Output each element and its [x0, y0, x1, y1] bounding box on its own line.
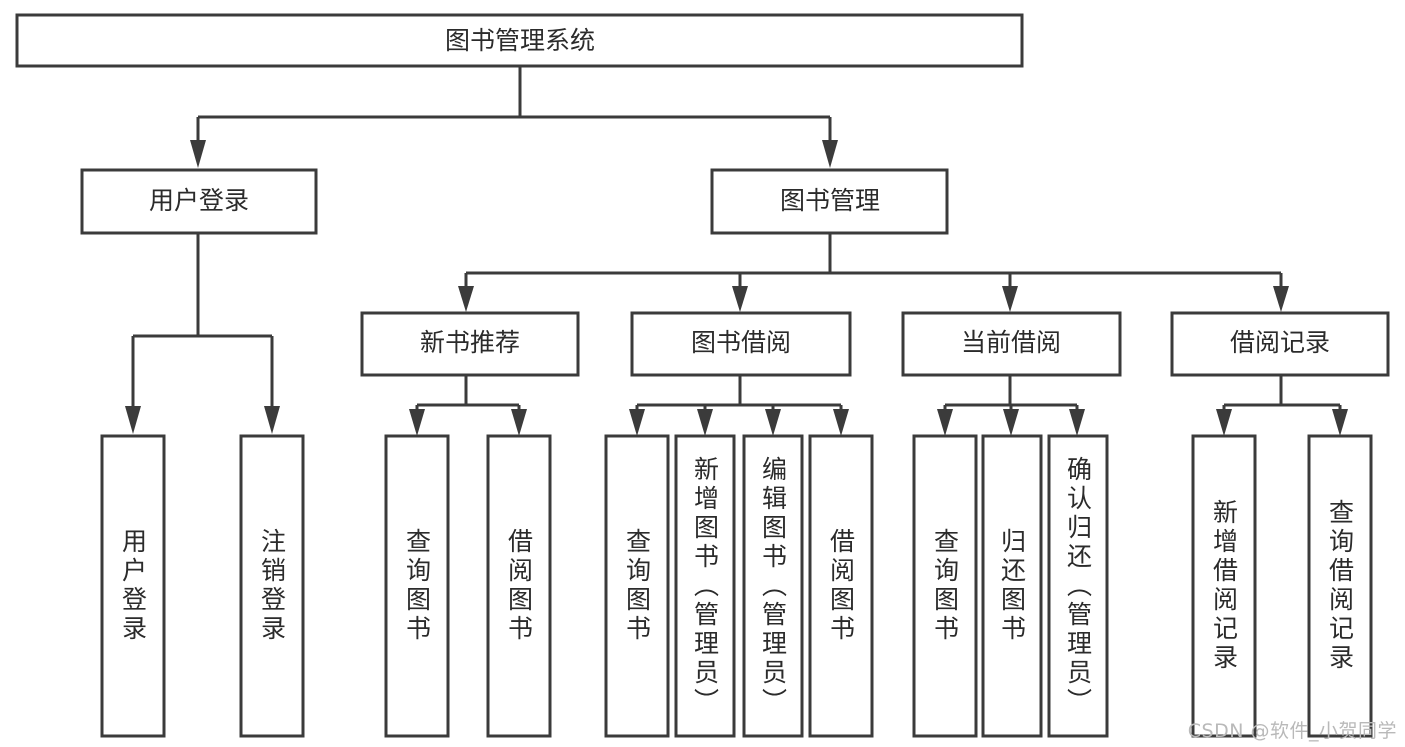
- arrow-bm-c3: [1002, 286, 1018, 312]
- connector-layer: [125, 66, 1348, 436]
- leaf-return-book[interactable]: 归还图书: [981, 434, 1043, 738]
- arrow-current-c1: [937, 409, 953, 436]
- leaf-query-book-1-label: 查询图书: [402, 528, 432, 644]
- node-current-borrow-box[interactable]: [901, 311, 1122, 377]
- leaf-add-record[interactable]: 新增借阅记录: [1191, 434, 1257, 738]
- node-borrow-record-box[interactable]: [1170, 311, 1390, 377]
- node-borrow-record-label: 借阅记录: [1230, 328, 1330, 357]
- node-book-management-label: 图书管理: [780, 186, 880, 215]
- leaf-confirm-return-box[interactable]: [1047, 434, 1109, 738]
- arrow-bm-c2: [732, 286, 748, 312]
- leaf-query-book-1[interactable]: 查询图书: [384, 434, 450, 738]
- leaf-return-book-box[interactable]: [981, 434, 1043, 738]
- arrow-record-c1: [1216, 409, 1232, 436]
- node-user-login-box[interactable]: [80, 168, 318, 235]
- leaf-borrow-book-1-box[interactable]: [486, 434, 552, 738]
- node-book-borrow-label: 图书借阅: [691, 328, 791, 357]
- node-user-login-label: 用户登录: [149, 186, 249, 215]
- leaf-edit-book-box[interactable]: [742, 434, 804, 738]
- node-root-box[interactable]: [15, 13, 1024, 68]
- arrow-user-login-c1: [125, 406, 141, 434]
- leaf-query-book-2[interactable]: 查询图书: [604, 434, 670, 738]
- node-new-book-recommend-box[interactable]: [360, 311, 580, 377]
- node-current-borrow[interactable]: 当前借阅: [901, 311, 1122, 377]
- arrow-bm-c1: [458, 286, 474, 312]
- arrow-bm-c4: [1273, 286, 1289, 312]
- arrow-borrow-c1: [629, 409, 645, 436]
- arrow-recommend-c1: [409, 409, 425, 436]
- leaf-query-book-3-label: 查询图书: [930, 528, 960, 644]
- leaf-query-book-3[interactable]: 查询图书: [912, 434, 978, 738]
- leaf-borrow-book-1-label: 借阅图书: [504, 528, 534, 644]
- arrow-user-login-c2: [264, 406, 280, 434]
- arrow-root-to-user-login: [190, 140, 206, 168]
- arrow-record-c2: [1332, 409, 1348, 436]
- node-new-book-recommend-label: 新书推荐: [420, 328, 520, 357]
- leaf-borrow-book-2[interactable]: 借阅图书: [808, 434, 874, 738]
- leaf-logout-login-label: 注销登录: [257, 528, 287, 644]
- leaf-confirm-return[interactable]: 确认归还（管理员）: [1047, 434, 1109, 738]
- node-root-label: 图书管理系统: [445, 26, 595, 55]
- leaf-query-record-box[interactable]: [1307, 434, 1373, 738]
- node-book-borrow[interactable]: 图书借阅: [630, 311, 852, 377]
- leaf-edit-book-label: 编辑图书（管理员）: [758, 455, 788, 717]
- leaf-query-book-1-box[interactable]: [384, 434, 450, 738]
- leaf-add-record-label: 新增借阅记录: [1209, 499, 1239, 673]
- node-new-book-recommend[interactable]: 新书推荐: [360, 311, 580, 377]
- leaf-query-record[interactable]: 查询借阅记录: [1307, 434, 1373, 738]
- node-borrow-record[interactable]: 借阅记录: [1170, 311, 1390, 377]
- leaf-confirm-return-label: 确认归还（管理员）: [1063, 455, 1093, 717]
- arrow-borrow-c2: [697, 409, 713, 436]
- arrow-borrow-c3: [765, 409, 781, 436]
- node-current-borrow-label: 当前借阅: [961, 328, 1061, 357]
- node-root[interactable]: 图书管理系统: [15, 13, 1024, 68]
- leaf-query-book-2-label: 查询图书: [622, 528, 652, 644]
- leaf-add-record-box[interactable]: [1191, 434, 1257, 738]
- leaf-borrow-book-2-box[interactable]: [808, 434, 874, 738]
- arrow-borrow-c4: [833, 409, 849, 436]
- arrow-root-to-book-management: [822, 140, 838, 168]
- leaf-borrow-book-1[interactable]: 借阅图书: [486, 434, 552, 738]
- leaf-query-record-label: 查询借阅记录: [1325, 499, 1355, 673]
- node-book-management-box[interactable]: [710, 168, 949, 235]
- leaf-logout-login-box[interactable]: [239, 434, 305, 738]
- leaf-add-book-box[interactable]: [674, 434, 736, 738]
- arrow-current-c2: [1003, 409, 1019, 436]
- node-user-login[interactable]: 用户登录: [80, 168, 318, 235]
- arrow-recommend-c2: [511, 409, 527, 436]
- leaf-borrow-book-2-label: 借阅图书: [826, 528, 856, 644]
- leaf-return-book-label: 归还图书: [997, 528, 1027, 644]
- node-book-management[interactable]: 图书管理: [710, 168, 949, 235]
- leaf-user-login-box[interactable]: [100, 434, 166, 738]
- leaf-add-book-label: 新增图书（管理员）: [690, 455, 720, 717]
- leaf-add-book[interactable]: 新增图书（管理员）: [674, 434, 736, 738]
- node-book-borrow-box[interactable]: [630, 311, 852, 377]
- leaf-user-login-label: 用户登录: [118, 528, 148, 644]
- leaf-logout-login[interactable]: 注销登录: [239, 434, 305, 738]
- leaf-query-book-3-box[interactable]: [912, 434, 978, 738]
- arrow-current-c3: [1069, 409, 1085, 436]
- leaf-user-login[interactable]: 用户登录: [100, 434, 166, 738]
- leaf-edit-book[interactable]: 编辑图书（管理员）: [742, 434, 804, 738]
- leaf-query-book-2-box[interactable]: [604, 434, 670, 738]
